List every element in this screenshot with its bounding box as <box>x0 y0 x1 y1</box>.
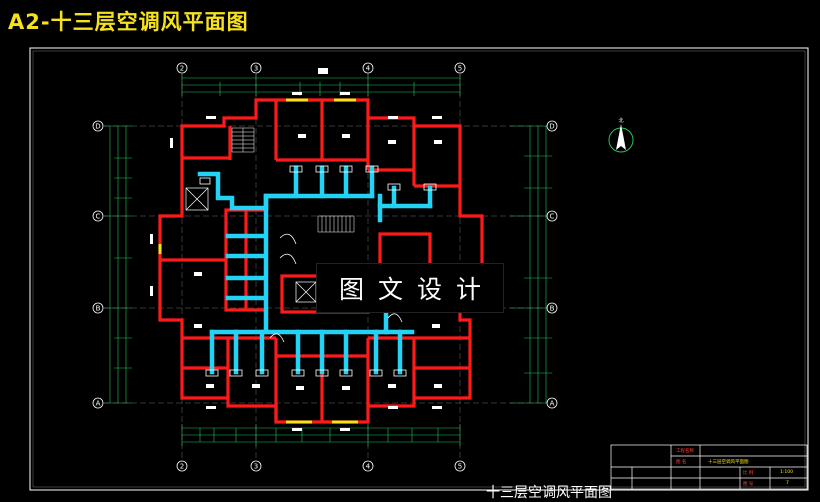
title-block-number-label: 图 号 <box>743 482 754 487</box>
left-dimension-chain <box>104 125 132 404</box>
axis-bubble-2: 2 2 <box>176 62 188 472</box>
axis-label-2-bottom: 2 <box>180 463 184 471</box>
axis-bubble-A: A A <box>92 397 558 409</box>
axis-label-D-right: D <box>549 123 554 131</box>
sheet-border <box>29 47 809 491</box>
axis-bubble-5: 5 5 <box>454 62 466 472</box>
axis-label-D: D <box>95 123 100 131</box>
title-block-scale-label: 比 例 <box>743 471 754 476</box>
title-block-drawing-value: 十三层空调风平面图 <box>708 460 749 465</box>
title-block-project-label: 工程名称 <box>676 449 694 454</box>
axis-label-B: B <box>96 305 101 313</box>
watermark-text: 图文设计 <box>338 275 495 304</box>
sheet-inner-border <box>32 50 806 488</box>
axis-label-C: C <box>96 213 101 221</box>
title-block-number-value: 7 <box>786 481 789 486</box>
axis-label-A: A <box>96 400 101 408</box>
bottom-dimension-chain <box>181 424 461 446</box>
axis-label-A-right: A <box>550 400 555 408</box>
axis-label-3-bottom: 3 <box>254 463 258 471</box>
title-block <box>610 444 808 490</box>
axis-label-4-bottom: 4 <box>366 463 371 471</box>
north-arrow-label: 北 <box>618 117 623 124</box>
axis-bubble-4: 4 4 <box>362 62 374 472</box>
axis-label-2: 2 <box>180 65 184 73</box>
axis-bubble-D: D D <box>92 120 558 132</box>
right-dimension-chain <box>510 125 552 404</box>
axis-label-B-right: B <box>550 305 555 313</box>
axis-label-5: 5 <box>458 65 462 73</box>
banner-title: A2-十三层空调风平面图 <box>8 10 249 34</box>
drawing-caption: 十三层空调风平面图 <box>486 485 612 501</box>
dimension-tag <box>318 68 328 74</box>
diffusers <box>199 165 437 377</box>
stair-hatch <box>231 127 355 233</box>
title-block-drawing-label: 图 名 <box>676 460 687 465</box>
axis-bubble-3: 3 3 <box>250 62 262 472</box>
banner: A2-十三层空调风平面图 <box>0 0 820 38</box>
north-arrow: 北 <box>608 117 634 153</box>
axis-label-C-right: C <box>550 213 555 221</box>
axis-bubble-C: C C <box>92 210 558 222</box>
air-ducts <box>197 165 433 375</box>
title-block-scale-value: 1:100 <box>780 470 793 475</box>
top-dimension-chain <box>181 74 461 96</box>
axis-bubble-B: B B <box>92 302 558 314</box>
axis-label-4: 4 <box>366 65 371 73</box>
watermark-banner: 图文设计 <box>316 263 504 313</box>
axis-label-5-bottom: 5 <box>458 463 462 471</box>
axis-label-3: 3 <box>254 65 258 73</box>
cad-sheet: 2 2 3 3 4 4 5 5 D D <box>0 38 820 501</box>
